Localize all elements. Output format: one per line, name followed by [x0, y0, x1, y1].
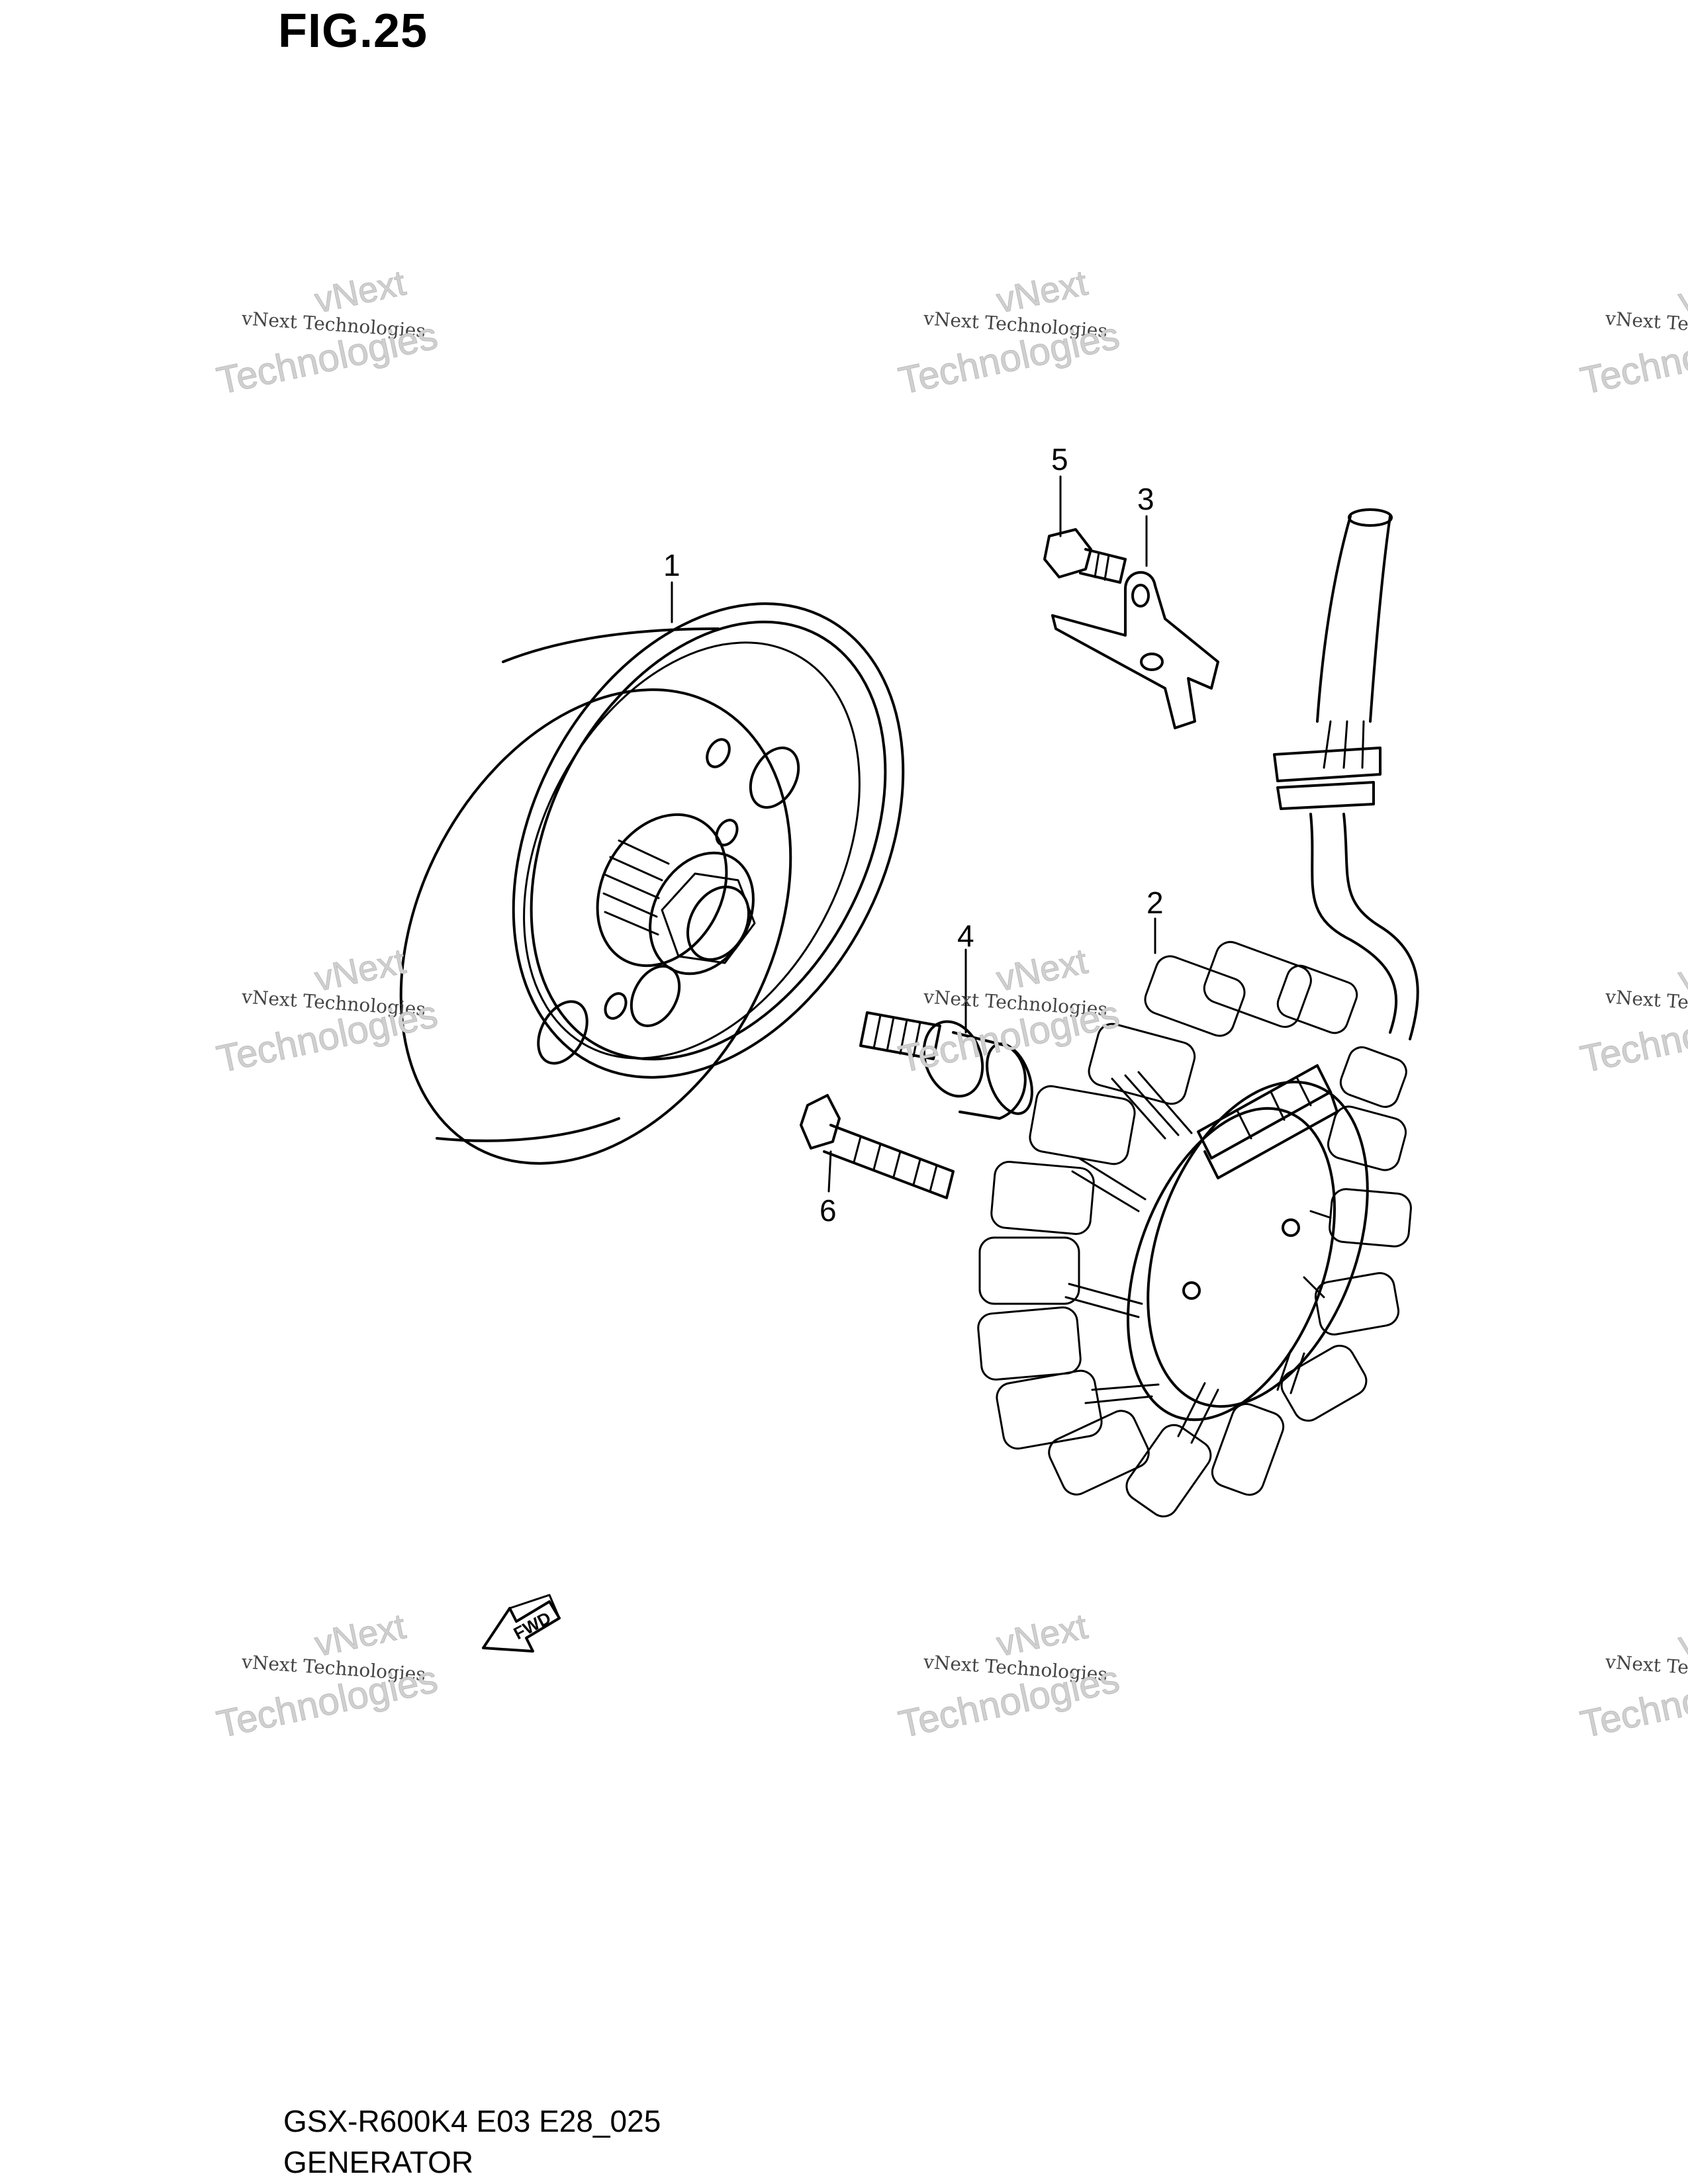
fwd-direction-marker: FWD: [482, 1594, 561, 1653]
flange-bolt-part-4: [859, 1011, 1033, 1120]
callout-2: 2: [1147, 886, 1164, 920]
callout-5: 5: [1051, 442, 1068, 477]
bolt-part-5: [1043, 528, 1127, 584]
callout-leaders: [671, 475, 1156, 1193]
rotor-hub: [596, 813, 756, 976]
clamp-bracket-part-3: [1051, 570, 1219, 729]
rotor-flywheel: [399, 602, 905, 1165]
callout-1: 1: [663, 548, 680, 582]
screw-part-6: [800, 1094, 955, 1199]
callout-3: 3: [1137, 482, 1154, 516]
stator-part-2: [977, 508, 1419, 1518]
callout-4: 4: [957, 919, 974, 953]
stator-coils: [977, 940, 1412, 1518]
figure-code: GSX-R600K4 E03 E28_025: [283, 2104, 661, 2138]
figure-name: GENERATOR: [283, 2145, 474, 2179]
figure-title: FIG.25: [278, 5, 428, 58]
callout-6: 6: [820, 1193, 837, 1228]
